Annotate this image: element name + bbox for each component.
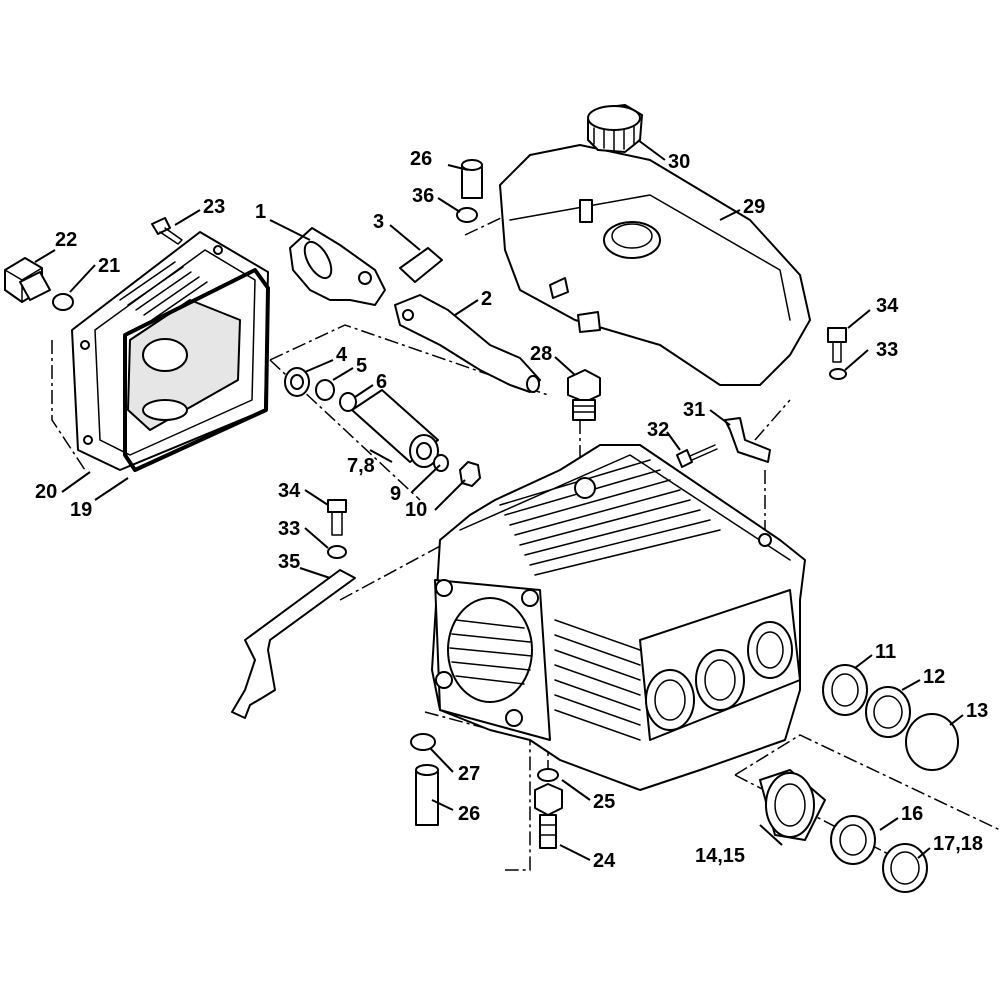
callout-28: 28 bbox=[530, 343, 552, 365]
seal-part-12 bbox=[865, 686, 911, 738]
callout-13: 13 bbox=[966, 700, 988, 722]
callout-labels: 1 2 3 4 5 6 7,8 9 10 11 12 13 14,15 16 1… bbox=[35, 148, 988, 872]
callout-4: 4 bbox=[336, 344, 348, 366]
callout-22: 22 bbox=[55, 229, 77, 251]
cap-part-30 bbox=[587, 104, 643, 153]
sleeve-part-14-15 bbox=[759, 769, 826, 841]
oil-plug-part-22 bbox=[4, 257, 51, 303]
tube-part-26-bottom bbox=[415, 764, 439, 826]
callout-3: 3 bbox=[373, 211, 384, 233]
callout-20: 20 bbox=[35, 481, 57, 503]
callout-30: 30 bbox=[668, 151, 690, 173]
lock-washer-part-33-top bbox=[829, 368, 847, 380]
callout-6: 6 bbox=[376, 371, 387, 393]
sleeve-part-7-8 bbox=[351, 389, 439, 468]
lock-washer-part-33-left bbox=[327, 545, 347, 559]
leader-lines bbox=[34, 139, 964, 861]
oring-part-13 bbox=[905, 713, 959, 771]
screw-part-23 bbox=[151, 217, 183, 245]
callout-25: 25 bbox=[593, 791, 615, 813]
callout-32: 32 bbox=[647, 419, 669, 441]
oil-reservoir-part-29 bbox=[499, 144, 811, 386]
bracket-part-1 bbox=[289, 227, 386, 306]
callout-36: 36 bbox=[412, 185, 434, 207]
ring-part-5 bbox=[315, 379, 335, 401]
callout-29: 29 bbox=[743, 196, 765, 218]
washer-part-4-hole bbox=[290, 374, 304, 390]
callout-33-left: 33 bbox=[278, 518, 300, 540]
callout-17-18: 17,18 bbox=[933, 833, 983, 855]
oring-part-6 bbox=[339, 392, 357, 412]
callout-24: 24 bbox=[593, 850, 616, 872]
callout-16: 16 bbox=[901, 803, 923, 825]
fitting-part-28 bbox=[567, 369, 601, 421]
callout-23: 23 bbox=[203, 196, 225, 218]
callout-10: 10 bbox=[405, 499, 427, 521]
angle-bracket-part-31 bbox=[724, 417, 771, 463]
callout-11: 11 bbox=[875, 641, 896, 663]
callout-19: 19 bbox=[70, 499, 92, 521]
callout-34-top: 34 bbox=[876, 295, 899, 317]
nut-part-17-18 bbox=[882, 843, 928, 893]
bolt-part-34-top bbox=[827, 327, 847, 363]
callout-5: 5 bbox=[356, 355, 367, 377]
hose-clamp-part-27 bbox=[410, 733, 436, 751]
callout-26-top: 26 bbox=[410, 148, 432, 170]
seal-part-11 bbox=[822, 664, 868, 716]
callout-1: 1 bbox=[255, 201, 266, 223]
callout-2: 2 bbox=[481, 288, 492, 310]
callout-14-15: 14,15 bbox=[695, 845, 745, 867]
pump-housing bbox=[431, 444, 806, 791]
callout-7-8: 7,8 bbox=[347, 455, 375, 477]
ring-part-16 bbox=[830, 815, 876, 865]
tube-part-26-top bbox=[461, 159, 483, 199]
callout-21: 21 bbox=[98, 255, 120, 277]
pin-part-3 bbox=[399, 247, 443, 283]
callout-34-left: 34 bbox=[278, 480, 301, 502]
callout-33-top: 33 bbox=[876, 339, 898, 361]
hose-clamp-part-36 bbox=[456, 207, 478, 223]
bolt-part-34-left bbox=[327, 499, 347, 536]
callout-9: 9 bbox=[390, 483, 401, 505]
oring-part-25 bbox=[537, 768, 559, 782]
seal-ring-part-21 bbox=[52, 293, 74, 311]
gasket-part-19 bbox=[123, 268, 270, 472]
piston-rod-part-2 bbox=[394, 294, 541, 393]
callout-26-bottom: 26 bbox=[458, 803, 480, 825]
callout-35: 35 bbox=[278, 551, 300, 573]
callout-31: 31 bbox=[683, 399, 705, 421]
screw-part-32 bbox=[676, 444, 718, 468]
callout-27: 27 bbox=[458, 763, 480, 785]
callout-12: 12 bbox=[923, 666, 945, 688]
support-bracket-part-35 bbox=[231, 569, 356, 719]
hose-barb-part-24 bbox=[534, 783, 563, 849]
